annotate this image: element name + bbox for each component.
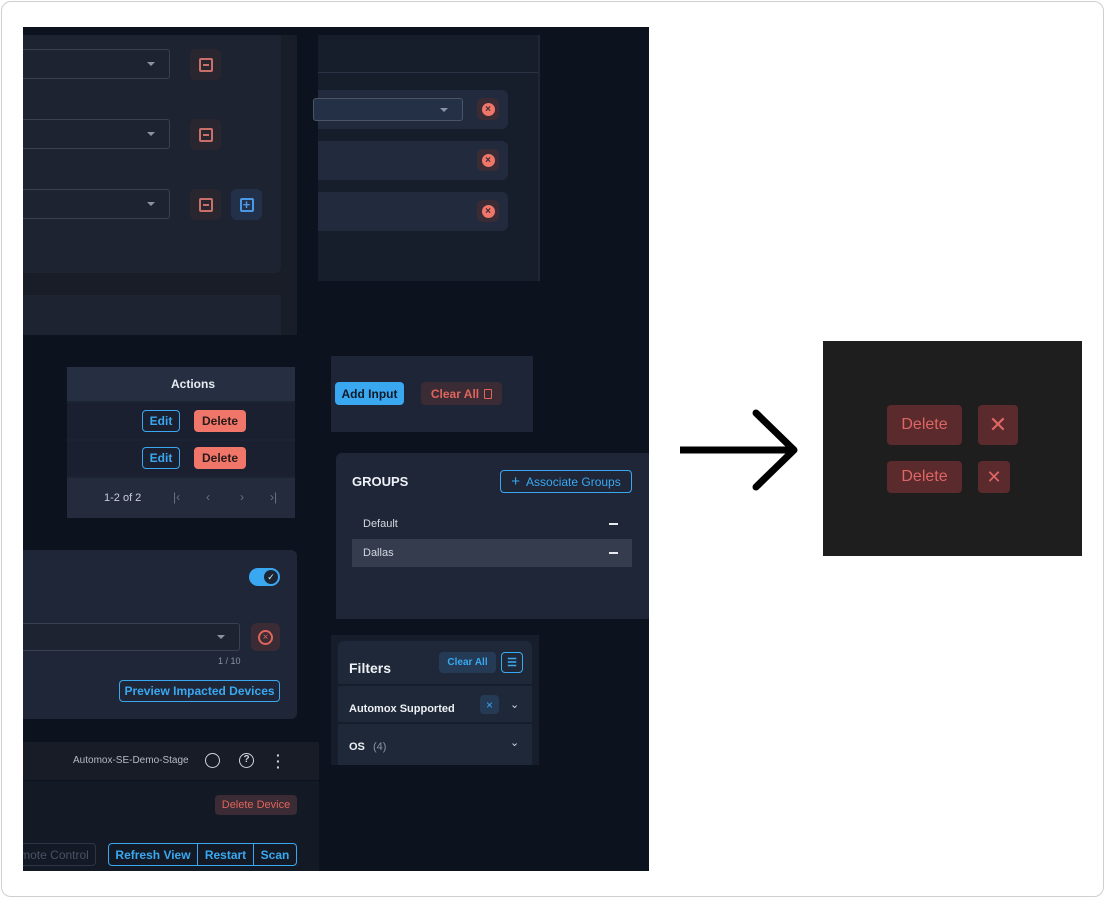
filters-title: Filters [349,660,392,676]
minus-square-icon [198,197,213,212]
select-field[interactable] [313,98,463,121]
filters-panel: Filters Clear All ☰ Automox Supported × … [331,635,539,765]
org-switch-icon[interactable] [205,753,220,768]
next-page-icon[interactable]: › [240,490,244,504]
add-input-button[interactable]: Add Input [335,382,404,405]
close-icon[interactable]: ✕ [978,461,1010,493]
caret-down-icon [147,132,155,136]
filter-label: Automox Supported [349,703,455,715]
minus-square-icon [198,127,213,142]
more-vertical-icon[interactable]: ··· [276,747,281,775]
table-row [67,441,295,476]
group-item: Dallas [352,539,632,567]
caret-down-icon [217,635,225,639]
device-actions: Delete Device mote Control Refresh View … [23,781,319,871]
actions-table: Actions Edit Delete Edit Delete 1-2 of 2… [67,367,295,518]
group-name: Dallas [363,547,394,559]
groups-title: GROUPS [352,474,409,489]
close-circle-icon: × [481,204,495,218]
pagination-range: 1-2 of 2 [104,492,142,504]
edit-button[interactable]: Edit [142,447,180,469]
after-panel: Delete ✕ Delete ✕ [823,341,1082,556]
org-name: Automox-SE-Demo-Stage [73,755,189,766]
restart-button[interactable]: Restart [198,844,254,865]
pagination: 1-2 of 2 |‹ ‹ › ›| [67,478,295,518]
device-button-group: Refresh View Restart Scan [108,843,297,866]
plus-square-icon: + [239,197,254,212]
chevron-down-icon[interactable]: ⌄ [510,737,520,749]
close-circle-icon: × [258,629,273,645]
select-field[interactable] [23,189,170,219]
group-name: Default [363,518,398,530]
prev-page-icon[interactable]: ‹ [206,490,210,504]
policy-card: ✓ × 1 / 10 Preview Impacted Devices [23,550,297,719]
input-actions-panel: Add Input Clear All [331,356,533,432]
clear-all-button[interactable]: Clear All [421,382,502,405]
remove-select-button[interactable]: × [251,623,280,651]
input-row [318,141,508,180]
edit-button[interactable]: Edit [142,410,180,432]
condition-panel [23,35,297,335]
preview-impacted-devices-button[interactable]: Preview Impacted Devices [119,680,280,702]
character-counter: 1 / 10 [218,656,241,666]
column-header-actions: Actions [171,377,216,391]
arrow-right-icon [680,409,798,491]
remove-row-button[interactable] [190,119,221,150]
clear-all-label: Clear All [430,386,480,401]
remote-control-button[interactable]: mote Control [23,843,96,866]
delete-button[interactable]: Delete [194,447,246,469]
last-page-icon[interactable]: ›| [270,490,278,504]
associate-groups-button[interactable]: + Associate Groups [500,470,632,493]
delete-button[interactable]: Delete [887,405,962,445]
plus-icon: + [511,473,521,490]
close-icon[interactable]: ✕ [978,405,1018,445]
table-row [67,403,295,439]
remove-row-button[interactable] [190,49,221,80]
add-row-button[interactable]: + [231,189,262,220]
close-circle-icon: × [481,102,495,116]
before-collage: + × × × Actions Edit Delete Edit Delete … [23,27,649,871]
delete-device-button[interactable]: Delete Device [215,795,297,815]
remove-input-button[interactable]: × [477,149,499,171]
filter-count: (4) [373,741,387,753]
clear-filter-icon[interactable]: × [480,695,499,714]
top-bar: Automox-SE-Demo-Stage ? ··· [23,742,319,780]
groups-panel: GROUPS + Associate Groups Default Dallas [336,453,649,619]
input-row [318,192,508,231]
collapse-filters-icon[interactable]: ☰ [501,652,523,673]
filter-label: OS [349,741,365,753]
remove-input-button[interactable]: × [477,98,499,120]
help-icon[interactable]: ? [239,753,254,768]
check-icon: ✓ [264,570,278,584]
associate-groups-label: Associate Groups [526,474,621,489]
chevron-down-icon[interactable]: ⌄ [510,699,520,711]
select-field[interactable] [23,119,170,149]
refresh-view-button[interactable]: Refresh View [109,844,198,865]
caret-down-icon [147,62,155,66]
close-circle-icon: × [481,153,495,167]
clear-filters-button[interactable]: Clear All [439,652,496,673]
remove-group-icon[interactable] [609,523,618,525]
delete-button[interactable]: Delete [887,461,962,493]
remove-row-button[interactable] [190,189,221,220]
delete-button[interactable]: Delete [194,410,246,432]
scan-button[interactable]: Scan [260,847,290,862]
select-field[interactable] [23,623,240,651]
caret-down-icon [440,107,448,112]
first-page-icon[interactable]: |‹ [173,490,181,504]
trash-icon [484,388,493,399]
caret-down-icon [147,202,155,206]
enabled-toggle[interactable]: ✓ [249,568,280,586]
remove-input-button[interactable]: × [477,200,499,222]
minus-square-icon [198,57,213,72]
group-item: Default [352,510,632,538]
select-field[interactable] [23,49,170,79]
remove-group-icon[interactable] [609,552,618,554]
